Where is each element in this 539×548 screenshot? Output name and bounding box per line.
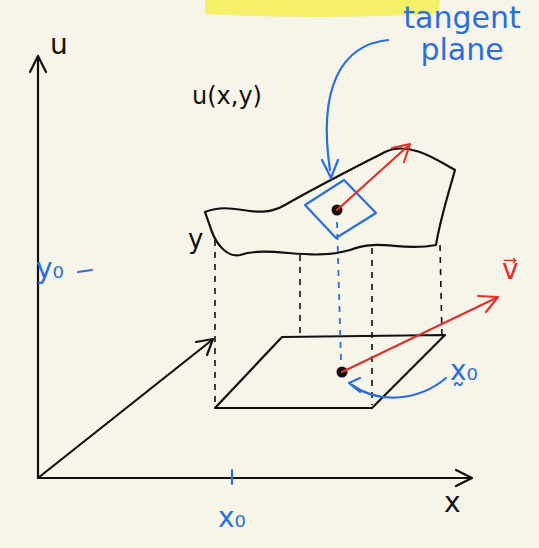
function-label: u(x,y) (192, 84, 262, 109)
coordinate-label: x₀ (218, 503, 246, 532)
plane-label: tangent plane (392, 2, 532, 65)
axis-label: u (50, 30, 68, 59)
pointer-arrow (352, 378, 446, 398)
vector-label: v⃗ (502, 255, 519, 284)
leader-line (327, 40, 388, 170)
tangent-plane-square (305, 180, 376, 238)
leader-arrowhead (322, 160, 338, 178)
axes (30, 56, 472, 486)
axis-label: y (188, 226, 203, 253)
drop-lines (215, 240, 442, 405)
pointer-arrowhead (349, 378, 360, 392)
axis-label: x (444, 488, 461, 517)
coordinate-label: y₀ (36, 254, 64, 283)
direction-arrows (337, 144, 498, 372)
tick-mark (231, 470, 233, 484)
tick-mark (78, 270, 92, 272)
point-label: x̰₀ (450, 356, 478, 385)
projection-line (337, 222, 341, 362)
